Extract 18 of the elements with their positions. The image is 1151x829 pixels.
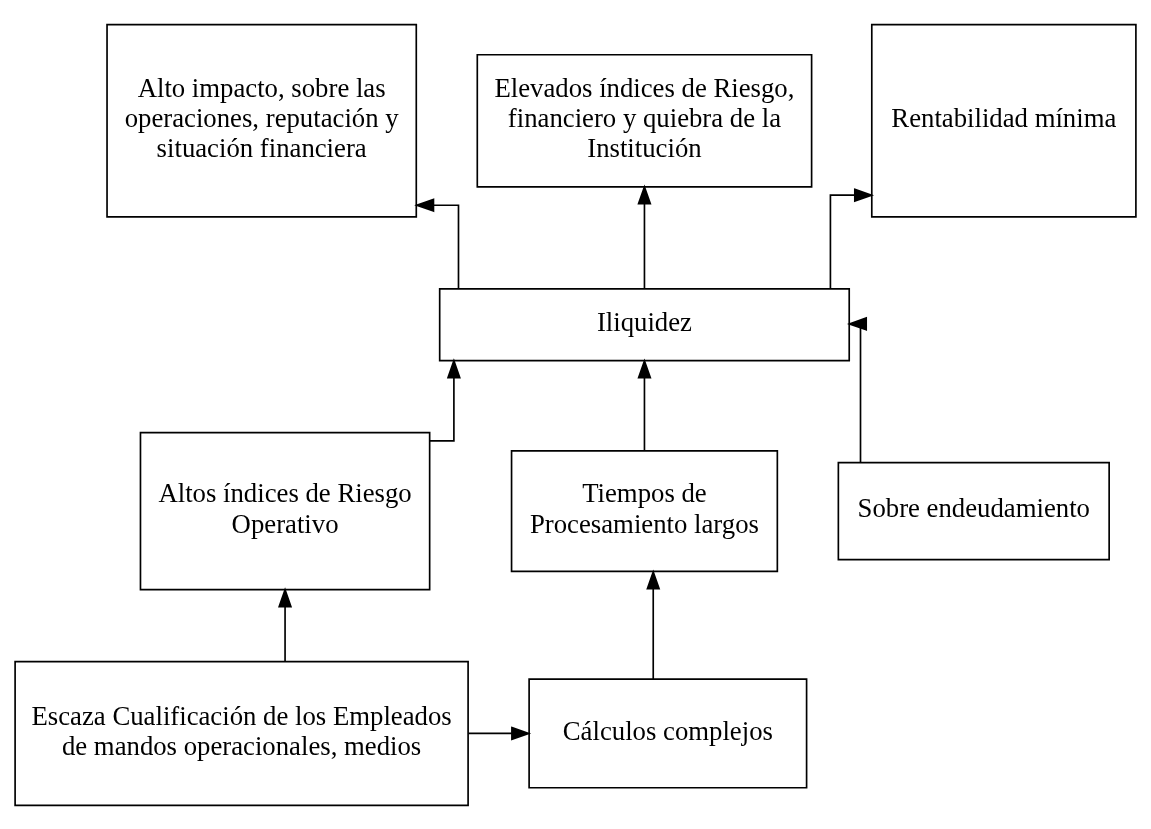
arrow (829, 187, 875, 289)
arrow (637, 358, 652, 451)
node-box: Tiempos de Procesamiento largos (510, 449, 779, 572)
arrow (278, 586, 293, 662)
arrow (646, 568, 661, 680)
node-box: Cálculos complejos (528, 677, 808, 789)
node-box: Iliquidez (438, 287, 851, 361)
arrow (467, 725, 532, 740)
arrow (846, 316, 868, 463)
arrow (414, 197, 460, 289)
node-box: Escaza Cualificación de los Empleados de mandos operacionales, medios (14, 660, 469, 806)
arrow (637, 183, 652, 290)
node-box: Elevados índices de Riesgo, financiero y quiebra de la Institución (476, 53, 813, 188)
node-box: Alto impacto, sobre las operaciones, reputación y situación financiera (106, 23, 418, 218)
node-box: Altos índices de Riesgo Operativo (139, 431, 431, 590)
node-box: Sobre endeudamiento (837, 461, 1110, 560)
node-box: Rentabilidad mínima (870, 23, 1137, 218)
arrow (428, 357, 461, 442)
